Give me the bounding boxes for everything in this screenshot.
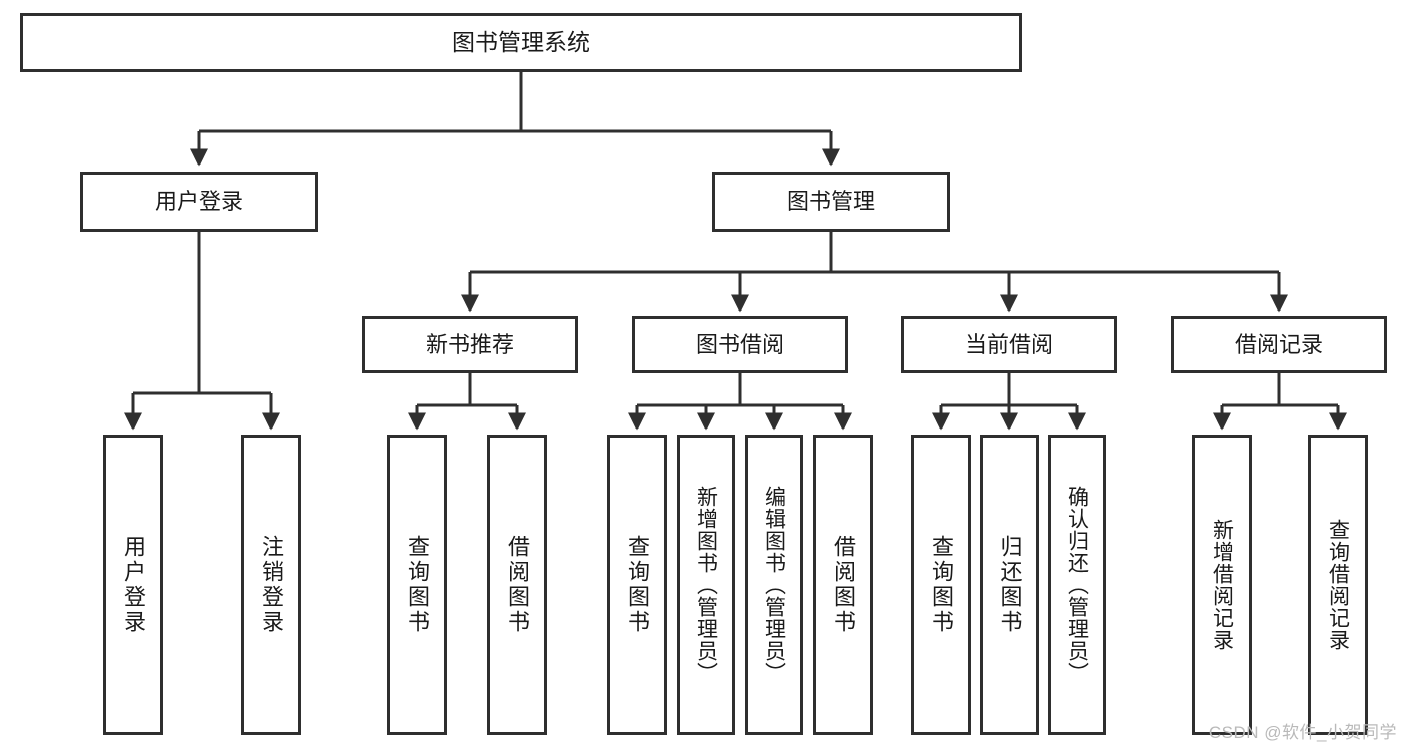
leaf-query-borrow-record[interactable]: 查询借阅记录: [1308, 435, 1368, 735]
node-borrow-record-label: 借阅记录: [1234, 331, 1323, 357]
leaf-add-book-admin[interactable]: 新增图书（管理员）: [677, 435, 735, 735]
node-root-book-management-system[interactable]: 图书管理系统: [20, 13, 1022, 72]
node-book-management[interactable]: 图书管理: [712, 172, 950, 232]
node-root-label: 图书管理系统: [452, 28, 590, 55]
leaf-confirm-return-admin[interactable]: 确认归还（管理员）: [1048, 435, 1106, 735]
leaf-return-book-label: 归还图书: [997, 535, 1023, 635]
node-new-book-recommend-label: 新书推荐: [425, 331, 514, 357]
leaf-user-login-label: 用户登录: [121, 535, 146, 635]
leaf-query-book-current-label: 查询图书: [929, 535, 954, 635]
leaf-query-borrow-record-label: 查询借阅记录: [1326, 519, 1350, 651]
node-user-login[interactable]: 用户登录: [80, 172, 318, 232]
node-book-borrow-label: 图书借阅: [695, 331, 784, 357]
leaf-edit-book-admin-label: 编辑图书（管理员）: [762, 486, 786, 684]
leaf-borrow-book-label: 借阅图书: [831, 535, 856, 635]
node-book-borrow[interactable]: 图书借阅: [632, 316, 848, 373]
leaf-logout[interactable]: 注销登录: [241, 435, 301, 735]
leaf-user-login[interactable]: 用户登录: [103, 435, 163, 735]
leaf-borrow-book-recommend-label: 借阅图书: [505, 535, 530, 635]
node-borrow-record[interactable]: 借阅记录: [1171, 316, 1387, 373]
leaf-add-borrow-record[interactable]: 新增借阅记录: [1192, 435, 1252, 735]
leaf-edit-book-admin[interactable]: 编辑图书（管理员）: [745, 435, 803, 735]
leaf-query-book-recommend[interactable]: 查询图书: [387, 435, 447, 735]
node-current-borrow[interactable]: 当前借阅: [901, 316, 1117, 373]
leaf-confirm-return-admin-label: 确认归还（管理员）: [1065, 486, 1089, 684]
leaf-borrow-book[interactable]: 借阅图书: [813, 435, 873, 735]
leaf-borrow-book-recommend[interactable]: 借阅图书: [487, 435, 547, 735]
csdn-watermark: CSDN @软件_小贺同学: [1208, 723, 1397, 742]
node-current-borrow-label: 当前借阅: [964, 331, 1053, 357]
leaf-add-book-admin-label: 新增图书（管理员）: [694, 486, 718, 684]
node-new-book-recommend[interactable]: 新书推荐: [362, 316, 578, 373]
leaf-query-book-borrow[interactable]: 查询图书: [607, 435, 667, 735]
leaf-query-book-borrow-label: 查询图书: [625, 535, 650, 635]
leaf-query-book-recommend-label: 查询图书: [405, 535, 430, 635]
leaf-logout-label: 注销登录: [259, 535, 284, 635]
leaf-add-borrow-record-label: 新增借阅记录: [1210, 519, 1234, 651]
node-book-management-label: 图书管理: [786, 189, 875, 215]
node-user-login-label: 用户登录: [154, 189, 243, 215]
leaf-return-book[interactable]: 归还图书: [980, 435, 1039, 735]
leaf-query-book-current[interactable]: 查询图书: [911, 435, 971, 735]
